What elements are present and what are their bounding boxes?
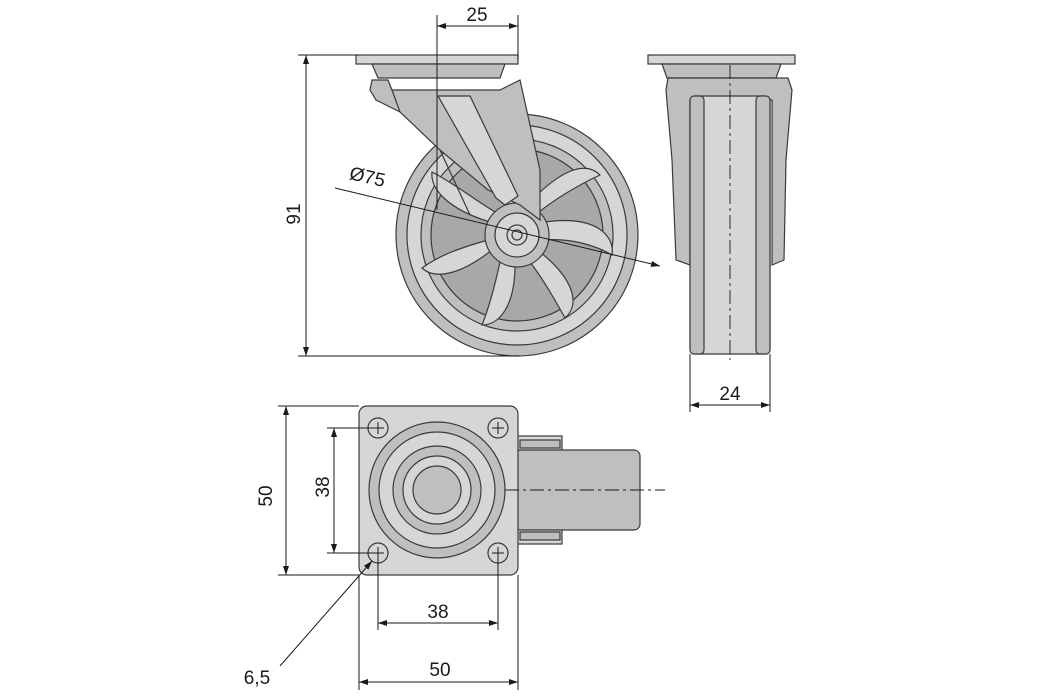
dim-plate-offset-label: 25 xyxy=(466,5,487,26)
side-view xyxy=(647,54,796,360)
side-bearing xyxy=(661,63,782,79)
dim-wheel-width-label: 24 xyxy=(719,384,741,405)
dim-hole-diameter-label: 6,5 xyxy=(244,668,270,689)
front-wheel xyxy=(395,113,639,357)
front-view xyxy=(355,54,639,357)
front-fork-slot xyxy=(436,95,519,206)
dimension-lines xyxy=(278,15,771,690)
dim-total-height-label: 91 xyxy=(284,203,305,224)
side-top-plate xyxy=(647,54,796,65)
dim-wheel-diameter-label: Ø75 xyxy=(347,163,387,192)
dim-hole-spacing-horizontal-label: 38 xyxy=(427,602,448,623)
mounting-holes xyxy=(367,417,509,564)
top-view xyxy=(358,405,665,576)
dim-plate-height-label: 50 xyxy=(256,485,277,506)
dim-plate-width-label: 50 xyxy=(429,660,450,681)
dim-hole-spacing-vertical-label: 38 xyxy=(313,476,334,497)
side-fork xyxy=(665,77,793,266)
front-swivel-bearing xyxy=(371,63,506,79)
